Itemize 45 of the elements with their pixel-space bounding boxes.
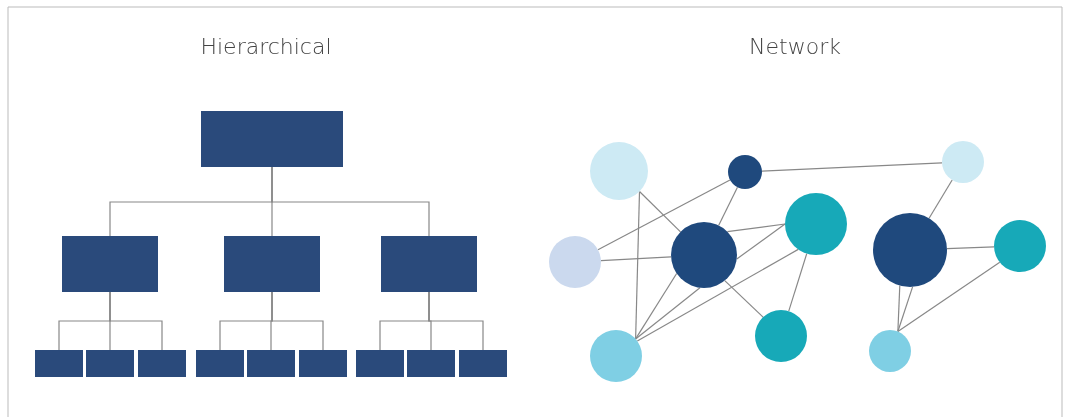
connector-line xyxy=(724,280,764,318)
network-node-circle xyxy=(869,330,911,372)
connector-line xyxy=(635,287,701,340)
network-node-circle xyxy=(549,236,601,288)
org-box xyxy=(62,236,158,292)
connector-line xyxy=(726,223,786,233)
connector-line xyxy=(635,190,641,340)
org-box xyxy=(138,350,186,377)
org-box xyxy=(201,111,343,167)
connector-line xyxy=(897,261,1001,333)
connector-line xyxy=(109,291,163,351)
connector-line xyxy=(271,166,430,237)
org-box xyxy=(247,350,295,377)
org-box xyxy=(224,236,320,292)
connector-line xyxy=(271,291,324,351)
connector-line xyxy=(946,246,995,250)
org-box xyxy=(356,350,404,377)
connector-line xyxy=(897,286,914,333)
org-box xyxy=(381,236,477,292)
org-box xyxy=(407,350,455,377)
org-box xyxy=(35,350,83,377)
network-node-circle xyxy=(671,222,737,288)
connector-line xyxy=(638,190,682,233)
section-heading: Network xyxy=(749,34,841,59)
connector-line xyxy=(928,179,953,219)
connector-line xyxy=(600,256,672,262)
connector-line xyxy=(636,248,799,342)
network-node-circle xyxy=(755,310,807,362)
connector-line xyxy=(788,253,808,312)
connector-line xyxy=(718,186,739,226)
connector-line xyxy=(761,162,943,172)
network-node-circle xyxy=(728,155,762,189)
network-node-circle xyxy=(994,220,1046,272)
connector-line xyxy=(428,291,484,351)
connector-line xyxy=(635,272,678,340)
network-node-circle xyxy=(942,141,984,183)
connector-line xyxy=(897,284,901,333)
org-box xyxy=(299,350,347,377)
connector-line xyxy=(736,223,786,260)
section-heading: Hierarchical xyxy=(200,34,332,59)
connector-line xyxy=(597,179,731,251)
org-box xyxy=(459,350,507,377)
network-node-circle xyxy=(590,330,642,382)
org-box xyxy=(86,350,134,377)
org-box xyxy=(196,350,244,377)
